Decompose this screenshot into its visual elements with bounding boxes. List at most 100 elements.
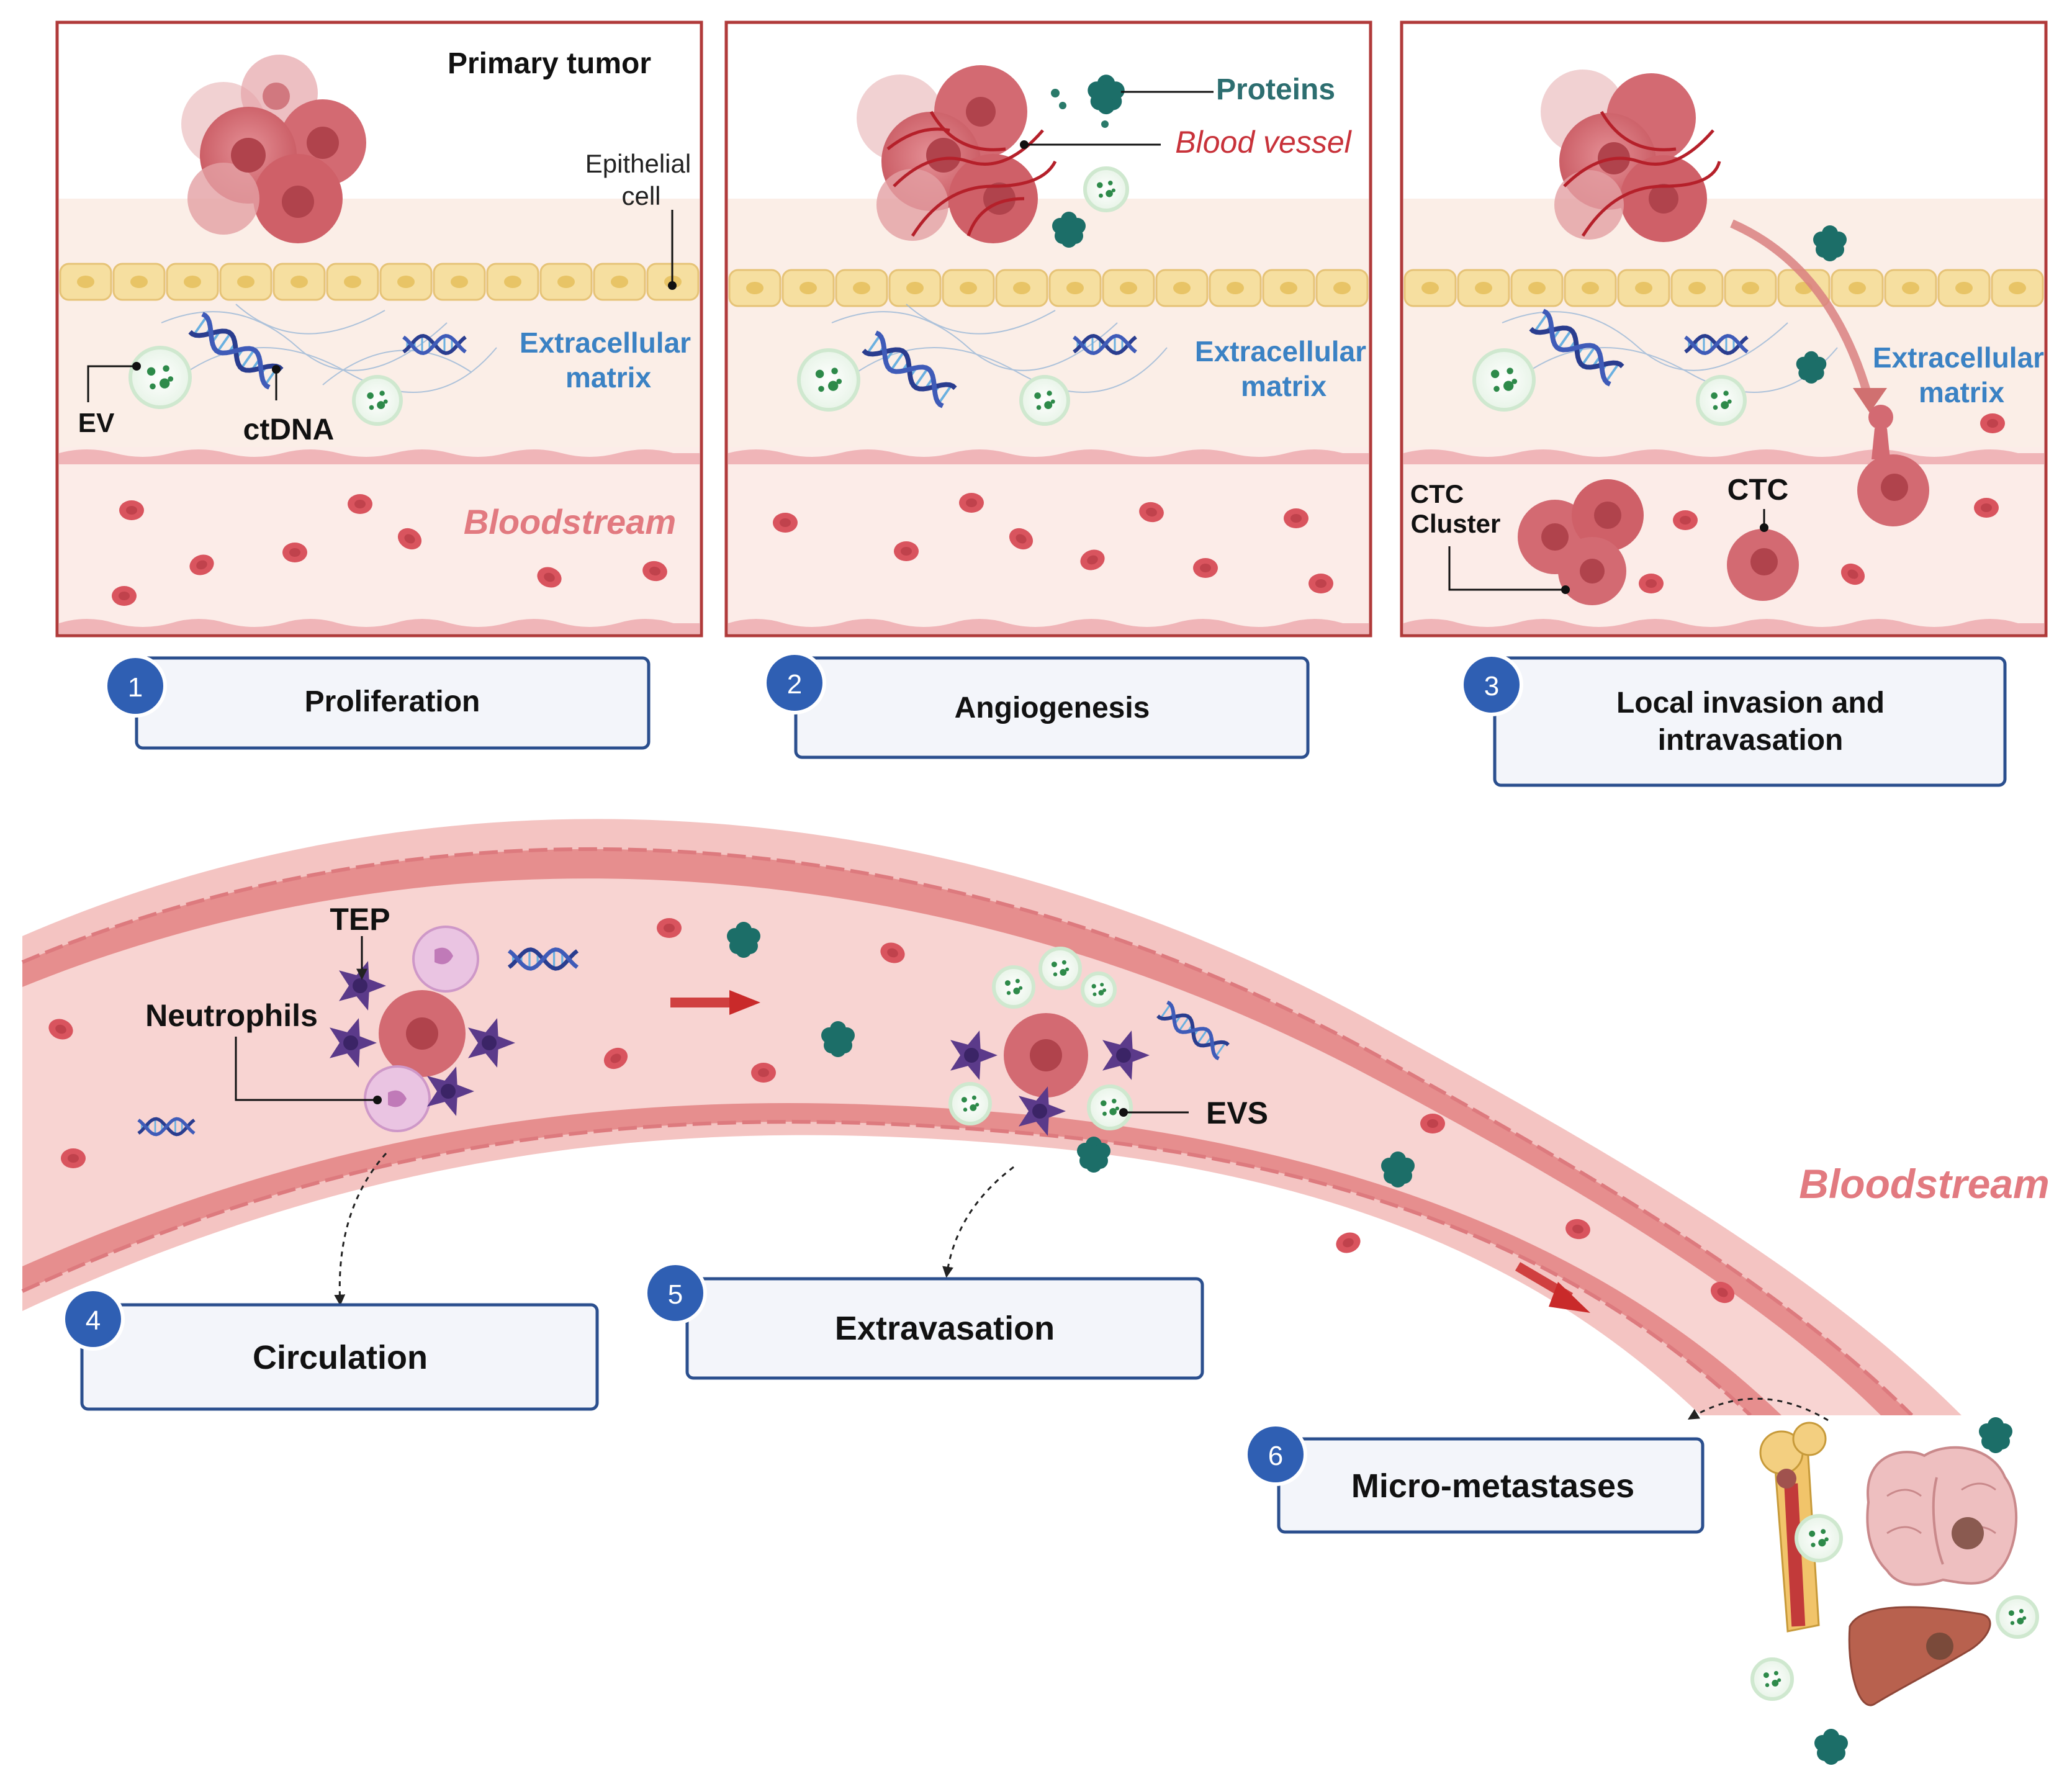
ctc-cluster-leader-dot bbox=[1561, 585, 1570, 594]
red-blood-cell-center bbox=[1981, 503, 1992, 512]
proteins-label: Proteins bbox=[1216, 73, 1335, 106]
red-blood-cells bbox=[773, 493, 1333, 593]
vesicle-cargo bbox=[818, 385, 824, 392]
vesicle-cargo bbox=[1111, 188, 1115, 192]
platelet-core bbox=[441, 1084, 456, 1099]
red-blood-cell-center bbox=[1427, 1119, 1438, 1128]
vessel-wall-bottom bbox=[1403, 619, 2044, 634]
vesicle-membrane bbox=[128, 346, 192, 409]
protein-icon bbox=[727, 922, 760, 958]
ctdna-fragment-icon bbox=[402, 333, 467, 356]
ctc-cluster-label-line2: Cluster bbox=[1411, 509, 1501, 538]
red-blood-cell-center bbox=[1646, 579, 1657, 588]
step-label: Circulation bbox=[253, 1339, 428, 1376]
dna-rung bbox=[1557, 329, 1572, 349]
evs-label: EVS bbox=[1206, 1096, 1268, 1130]
red-blood-cells bbox=[1639, 413, 2005, 593]
step-number: 4 bbox=[86, 1305, 101, 1336]
vesicle-cargo bbox=[828, 381, 839, 391]
dna-rung bbox=[1160, 1003, 1171, 1019]
vesicle-cargo bbox=[1065, 967, 1070, 971]
step-box-2: 2 Angiogenesis bbox=[763, 651, 1310, 759]
ctc-cluster-leader-line bbox=[1448, 546, 1565, 591]
epithelial-nucleus bbox=[1742, 282, 1759, 294]
ecm-label-line1: Extracellular bbox=[520, 327, 691, 359]
red-blood-cell-center bbox=[758, 1068, 769, 1077]
ecm-label-line2: matrix bbox=[1919, 376, 2004, 408]
step-number-badge bbox=[104, 654, 167, 718]
epithelial-nucleus bbox=[906, 282, 924, 294]
epithelial-nucleus bbox=[397, 276, 415, 288]
red-blood-cell-center bbox=[1146, 507, 1157, 517]
bloodstream-area bbox=[1403, 447, 2044, 633]
dna-strand bbox=[507, 947, 579, 971]
vesicle-cargo bbox=[1044, 401, 1053, 410]
red-blood-cell-center bbox=[1680, 516, 1691, 525]
vesicle-cargo bbox=[1102, 988, 1107, 993]
vesicle-cargo bbox=[2022, 1616, 2027, 1620]
epithelial-nucleus bbox=[746, 282, 763, 294]
protein-subunit bbox=[1804, 359, 1819, 374]
red-blood-cell-center bbox=[1315, 579, 1327, 588]
vesicle-cargo bbox=[160, 378, 170, 389]
epithelial-nucleus bbox=[291, 276, 308, 288]
epithelial-nucleus bbox=[504, 276, 521, 288]
vesicle-cargo bbox=[377, 401, 385, 410]
platelet-icon bbox=[950, 1030, 998, 1080]
invading-tumor bbox=[1541, 70, 1721, 242]
dotted-arrow-metastasis bbox=[1687, 1397, 1829, 1422]
dna-rung bbox=[914, 367, 929, 388]
protein-subunit bbox=[830, 1030, 846, 1046]
platelet-icon bbox=[468, 1018, 515, 1068]
red-blood-cell-center bbox=[119, 592, 130, 600]
bloodstream-label: Bloodstream bbox=[1799, 1161, 2049, 1207]
red-blood-cell-center bbox=[544, 572, 555, 582]
extracellular-vesicle bbox=[1996, 1595, 2039, 1639]
vesicle-membrane bbox=[797, 348, 860, 412]
epithelial-nucleus bbox=[853, 282, 870, 294]
extracellular-vesicle bbox=[1472, 348, 1536, 412]
bloodstream-area bbox=[59, 447, 700, 633]
vesicle-cargo bbox=[836, 379, 842, 384]
dna-strand bbox=[137, 1117, 196, 1137]
vesicle-cargo bbox=[1099, 193, 1103, 198]
epithelial-nucleus bbox=[1582, 282, 1599, 294]
dna-rung bbox=[1178, 1016, 1190, 1032]
step-number: 2 bbox=[787, 669, 802, 700]
protein-subunit bbox=[1988, 1437, 2004, 1453]
protein-subunit bbox=[1061, 232, 1077, 248]
vessel-wall-bottom bbox=[59, 619, 700, 634]
vesicle-cargo bbox=[1721, 401, 1729, 410]
neutrophil-nucleus bbox=[435, 947, 453, 965]
ctc-cell bbox=[1727, 529, 1799, 601]
vesicle-cargo bbox=[1097, 182, 1103, 188]
dna-rung bbox=[240, 349, 256, 369]
protein-subunit bbox=[1390, 1171, 1406, 1187]
epithelial-nucleus bbox=[1955, 282, 1973, 294]
vesicle-cargo bbox=[383, 399, 388, 404]
epithelial-nucleus bbox=[2009, 282, 2026, 294]
vesicle-cargo bbox=[1723, 390, 1729, 396]
circulating-tumor-cell-cluster bbox=[364, 926, 479, 1132]
vesicle-membrane bbox=[1996, 1595, 2039, 1639]
dna-rung bbox=[1605, 363, 1620, 382]
tep-label: TEP bbox=[330, 902, 390, 937]
protein-subunit bbox=[1086, 1145, 1102, 1161]
vesicle-membrane bbox=[948, 1082, 992, 1125]
extracellular-vesicle bbox=[1795, 1514, 1843, 1562]
evs-leader-dot bbox=[1119, 1108, 1128, 1117]
epithelial-nucleus bbox=[1849, 282, 1866, 294]
bloodstream-area bbox=[728, 447, 1369, 633]
vesicle-cargo bbox=[1811, 1543, 1816, 1548]
dna-helix-icon bbox=[1156, 1000, 1230, 1061]
step-box-frame bbox=[80, 1303, 599, 1411]
dna-rung bbox=[1533, 313, 1549, 333]
extracellular-vesicle bbox=[1750, 1657, 1794, 1701]
dna-rung bbox=[866, 335, 881, 354]
red-blood-cell-center bbox=[55, 1024, 66, 1034]
neutrophils-leader-line bbox=[235, 1037, 377, 1101]
dna-rung bbox=[192, 316, 208, 336]
platelet-icon bbox=[330, 1018, 377, 1068]
red-blood-cell-center bbox=[126, 506, 137, 515]
vesicle-cargo bbox=[1490, 369, 1500, 379]
